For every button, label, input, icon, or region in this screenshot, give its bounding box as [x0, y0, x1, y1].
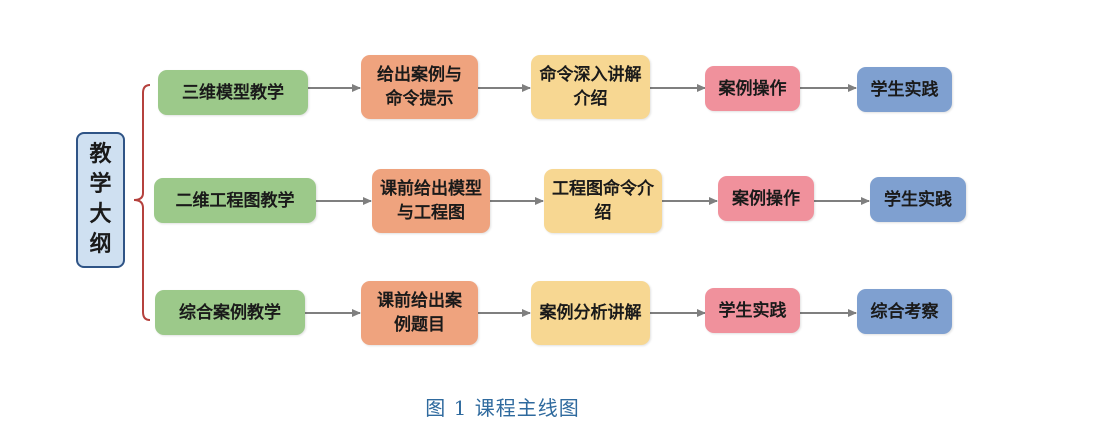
outline-label: 教学大纲 [89, 142, 112, 257]
row1-step4: 学生实践 [857, 67, 952, 112]
row3-step4: 综合考察 [857, 289, 952, 334]
row2-step2: 工程图命令介绍 [544, 169, 662, 233]
row2-category: 二维工程图教学 [154, 178, 316, 223]
row3-step2: 案例分析讲解 [531, 281, 650, 345]
row3-step3: 学生实践 [705, 288, 800, 333]
row1-step2: 命令深入讲解介绍 [531, 55, 650, 119]
row2-step4: 学生实践 [870, 177, 966, 222]
outline-box: 教学大纲 [76, 132, 125, 268]
row1-step1: 给出案例与命令提示 [361, 55, 478, 119]
row2-step3: 案例操作 [718, 176, 814, 221]
row1-step3: 案例操作 [705, 66, 800, 111]
row2-step1: 课前给出模型与工程图 [372, 169, 490, 233]
row3-category: 综合案例教学 [155, 290, 305, 335]
row1-category: 三维模型教学 [158, 70, 308, 115]
outline-brace [133, 84, 151, 321]
figure-caption: 图 1 课程主线图 [425, 396, 580, 420]
row3-step1: 课前给出案例题目 [361, 281, 478, 345]
